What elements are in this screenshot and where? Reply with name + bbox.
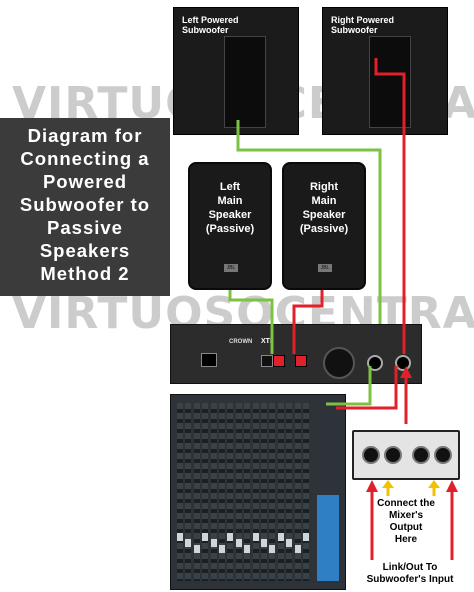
left-speaker-logo: JBL xyxy=(224,264,238,272)
link-out-note: Link/Out To Subwoofer's Input xyxy=(350,562,470,586)
connect-note-line4: Here xyxy=(394,534,418,545)
mixer-channel-strip xyxy=(294,403,301,581)
right-speaker-label-line4: (Passive) xyxy=(299,223,349,235)
callout-xlr-output-right xyxy=(434,446,452,464)
link-note-line1: Link/Out To xyxy=(382,562,438,573)
red-arrow-link-left-head xyxy=(366,480,378,492)
connect-note-line2: Mixer's xyxy=(388,510,424,521)
title-line-3: Powered xyxy=(42,171,128,192)
mixer-fader xyxy=(303,533,309,541)
green-cable-left-sub xyxy=(236,120,382,324)
left-powered-subwoofer: Left Powered Subwoofer xyxy=(173,7,299,135)
mixer-channel-strip xyxy=(177,403,183,581)
connect-mixer-output-note: Connect the Mixer's Output Here xyxy=(366,498,446,546)
mixer-channel-strip xyxy=(286,403,293,581)
mixer-fader xyxy=(235,539,242,547)
left-sub-label: Left Powered Subwoofer xyxy=(182,15,239,35)
red-arrow-to-amp-head xyxy=(400,366,412,378)
mixer-fader xyxy=(202,533,209,541)
amp-model: XTi xyxy=(261,338,272,345)
mixer-fader xyxy=(286,539,293,547)
mixer-fader xyxy=(193,545,200,553)
mixer-channel-strip xyxy=(193,403,200,581)
left-sub-label-line2: Subwoofer xyxy=(182,25,229,35)
mixer-channel-strip xyxy=(261,403,267,581)
right-speaker-label: Right Main Speaker (Passive) xyxy=(284,180,364,236)
callout-xlr-input-right xyxy=(412,446,430,464)
title-line-7: Method 2 xyxy=(40,263,130,284)
mixer-channel-strip xyxy=(303,403,309,581)
diagram-title: Diagram for Connecting a Powered Subwoof… xyxy=(0,118,170,296)
amp-speaker-terminal-right xyxy=(295,355,307,367)
left-speaker-label-line2: Main xyxy=(217,195,243,207)
mixer-channel-strip xyxy=(269,403,276,581)
mixer-channel-strip xyxy=(210,403,217,581)
amp-speaker-terminal-left xyxy=(273,355,285,367)
power-amplifier: CROWN XTi xyxy=(170,324,422,384)
mixer-channel-strip xyxy=(185,403,192,581)
left-sub-label-line1: Left Powered xyxy=(182,15,239,25)
right-speaker-label-line1: Right xyxy=(309,181,339,193)
title-line-1: Diagram for xyxy=(27,125,143,146)
yellow-arrow-left-head xyxy=(382,480,394,488)
right-sub-label-line1: Right Powered xyxy=(331,15,395,25)
mixer-fader xyxy=(185,539,192,547)
right-speaker-logo: JBL xyxy=(318,264,332,272)
connect-note-line1: Connect the xyxy=(377,498,435,509)
mixer-channel-strip xyxy=(252,403,259,581)
mixer-fader xyxy=(227,533,234,541)
callout-xlr-input-left xyxy=(362,446,380,464)
mixer-channel-strip xyxy=(202,403,209,581)
mixer-channel-strip xyxy=(277,403,284,581)
subwoofer-rear-panel-callout xyxy=(352,430,460,480)
red-cable-right-speaker xyxy=(292,290,324,354)
title-line-2: Connecting a xyxy=(20,148,150,169)
right-speaker-label-line3: Speaker xyxy=(302,209,346,221)
left-speaker-label-line3: Speaker xyxy=(208,209,252,221)
mixer-fader xyxy=(294,545,301,553)
mixer-fader xyxy=(261,539,267,547)
mixer-fader xyxy=(219,545,225,553)
amp-fan xyxy=(323,347,355,379)
mixer-fader xyxy=(269,545,276,553)
right-sub-label-line2: Subwoofer xyxy=(331,25,378,35)
red-cable-mixer-amp xyxy=(336,366,398,410)
amp-ac-inlet xyxy=(201,353,217,367)
mixer-channel-strip xyxy=(227,403,234,581)
title-line-5: Passive xyxy=(47,217,123,238)
mixer-channel-strip xyxy=(219,403,225,581)
audio-mixer xyxy=(170,394,346,590)
mixer-channel-strip xyxy=(235,403,242,581)
left-main-speaker: Left Main Speaker (Passive) JBL xyxy=(188,162,272,290)
mixer-fader xyxy=(210,539,217,547)
amp-speaker-terminal-left-neg xyxy=(261,355,273,367)
left-sub-rear-panel xyxy=(224,36,266,128)
mixer-fader xyxy=(177,533,183,541)
mixer-channel-strip xyxy=(244,403,251,581)
amp-brand: CROWN xyxy=(229,339,253,345)
left-speaker-label-line4: (Passive) xyxy=(205,223,255,235)
right-main-speaker: Right Main Speaker (Passive) JBL xyxy=(282,162,366,290)
left-speaker-label: Left Main Speaker (Passive) xyxy=(190,180,270,236)
title-line-4: Subwoofer to xyxy=(19,194,151,215)
yellow-arrow-right-head xyxy=(428,480,440,488)
red-cable-right-sub xyxy=(374,58,406,354)
mixer-fader xyxy=(252,533,259,541)
amp-input-jack-right xyxy=(395,355,411,371)
mixer-fader xyxy=(244,545,251,553)
left-speaker-label-line1: Left xyxy=(219,181,241,193)
red-arrow-link-right-head xyxy=(446,480,458,492)
link-note-line2: Subwoofer's Input xyxy=(366,574,454,585)
callout-xlr-output-left xyxy=(384,446,402,464)
green-cable-left-speaker xyxy=(228,290,274,354)
right-speaker-label-line2: Main xyxy=(311,195,337,207)
mixer-fader xyxy=(277,533,284,541)
title-line-6: Speakers xyxy=(39,240,131,261)
green-cable-mixer-amp xyxy=(326,366,372,406)
right-sub-label: Right Powered Subwoofer xyxy=(331,15,394,35)
connect-note-line3: Output xyxy=(389,522,423,533)
mixer-master-section xyxy=(317,495,339,581)
